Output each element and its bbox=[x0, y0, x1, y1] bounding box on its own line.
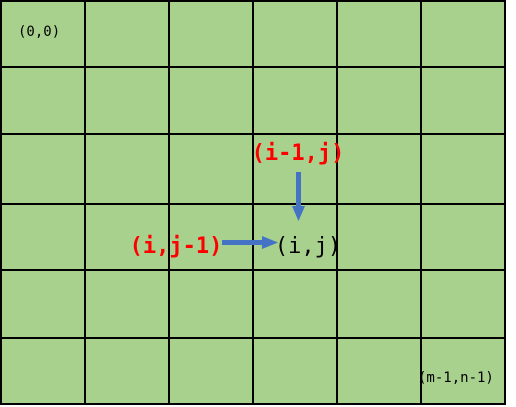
origin-label: (0,0) bbox=[18, 24, 60, 40]
left-neighbor-label: (i,j-1) bbox=[130, 234, 223, 259]
end-label: (m-1,n-1) bbox=[418, 370, 494, 386]
current-cell-label: (i,j) bbox=[275, 234, 341, 259]
arrow-down-icon bbox=[292, 172, 305, 221]
arrow-right-icon bbox=[222, 236, 278, 249]
grid-lines bbox=[0, 0, 506, 405]
top-neighbor-label: (i-1,j) bbox=[252, 141, 345, 166]
